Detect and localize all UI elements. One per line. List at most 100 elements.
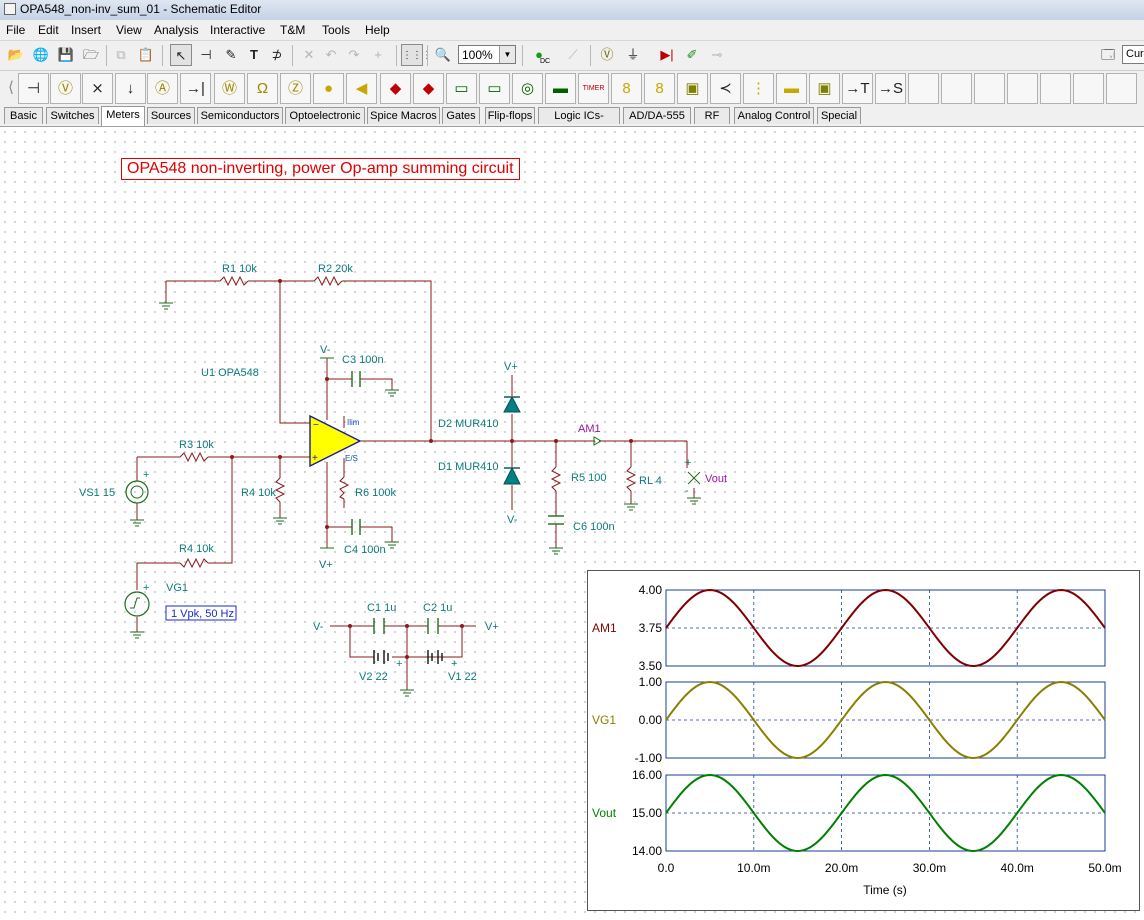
tab-spice-macros[interactable]: Spice Macros xyxy=(367,107,440,124)
browse-icon[interactable]: 🌐 xyxy=(32,47,50,62)
palette-scroll-left-icon[interactable]: ⟨ xyxy=(8,79,14,96)
pencil-icon[interactable]: ✎ xyxy=(225,47,237,62)
ground-pin-icon[interactable]: ⊣ xyxy=(18,73,49,104)
voltage-pin-icon[interactable]: ⨯ xyxy=(82,73,113,104)
palette-slot-1[interactable] xyxy=(908,73,939,104)
arrow-down-icon[interactable]: ↓ xyxy=(115,73,146,104)
vout-plus: + xyxy=(685,457,691,469)
tab-flip-flops[interactable]: Flip-flops xyxy=(485,107,535,124)
tab-special[interactable]: Special xyxy=(817,107,861,124)
window-mode-icon[interactable]: 🗔 xyxy=(1100,47,1116,62)
logic-indicator-icon[interactable]: ◆ xyxy=(380,73,411,104)
digital-display-icon[interactable]: ▬ xyxy=(545,73,576,104)
wire-tool-icon[interactable]: ⊣ xyxy=(200,47,212,62)
y-tick-label: 3.75 xyxy=(639,621,663,635)
tab-analog-control[interactable]: Analog Control xyxy=(734,107,814,124)
pin-icon[interactable]: ⊸ xyxy=(711,47,723,62)
tab-sources[interactable]: Sources xyxy=(147,107,195,124)
menu-insert[interactable]: Insert xyxy=(71,23,102,37)
copy-icon[interactable]: ⧉ xyxy=(116,47,126,62)
wattmeter-icon[interactable]: Ⓦ xyxy=(214,73,245,104)
menu-tm[interactable]: T&M xyxy=(280,23,306,37)
c4-label: C4 100n xyxy=(344,544,386,556)
logic-probe-icon[interactable]: ◆ xyxy=(413,73,444,104)
delete-icon[interactable]: ✕ xyxy=(303,47,315,62)
d1-label: D1 MUR410 xyxy=(438,461,499,473)
current-arrow-icon[interactable]: →| xyxy=(180,73,211,104)
dc-analysis-icon[interactable]: ●DC xyxy=(535,47,551,65)
vminus-label-supply: V- xyxy=(313,621,324,633)
palette-slot-4[interactable] xyxy=(1007,73,1038,104)
timer-display-icon[interactable]: TIMER xyxy=(578,73,609,104)
v2-label: V2 22 xyxy=(359,671,388,683)
tab-switches[interactable]: Switches xyxy=(46,107,99,124)
select-arrow-icon[interactable]: ↖ xyxy=(170,44,192,66)
rotate-icon[interactable]: + xyxy=(374,47,382,62)
bus-display-icon[interactable]: ▣ xyxy=(677,73,708,104)
voltmeter-icon[interactable]: Ⓥ xyxy=(600,47,614,62)
resistor-value-icon[interactable]: ⏚ xyxy=(626,47,640,62)
bargraph-icon[interactable]: ▬ xyxy=(776,73,807,104)
text-tool-icon[interactable]: T xyxy=(250,47,258,62)
menu-interactive[interactable]: Interactive xyxy=(210,23,266,37)
tab-ad-da[interactable]: AD/DA-555 xyxy=(623,107,691,124)
menu-help[interactable]: Help xyxy=(365,23,390,37)
schematic-title: OPA548 non-inverting, power Op-amp summi… xyxy=(121,158,520,180)
r5-label: R5 100 xyxy=(571,472,606,484)
palette-slot-7[interactable] xyxy=(1106,73,1137,104)
grid-toggle-icon[interactable]: ⋮⋮⋮ xyxy=(401,44,432,66)
digit-display-icon[interactable]: 8 xyxy=(644,73,675,104)
tab-semiconductors[interactable]: Semiconductors xyxy=(197,107,283,124)
main-toolbar: 📂 🌐 💾 🗁 ⧉ 📋 ↖ ⊣ ✎ T ⊅ ✕ ↶ ↷ + ⋮⋮⋮ 🔍 100%… xyxy=(0,41,1144,71)
tab-rf[interactable]: RF xyxy=(694,107,730,124)
tab-basic[interactable]: Basic xyxy=(4,107,43,124)
palette-slot-2[interactable] xyxy=(941,73,972,104)
palette-slot-3[interactable] xyxy=(974,73,1005,104)
zoom-select[interactable]: 100% ▼ xyxy=(458,45,516,64)
oscilloscope-icon[interactable]: ▭ xyxy=(446,73,477,104)
impedance-meter-icon[interactable]: Ⓩ xyxy=(280,73,311,104)
pen-icon[interactable]: ✐ xyxy=(686,47,698,62)
svg-text:+: + xyxy=(312,453,318,464)
probe-icon[interactable]: ⟋ xyxy=(568,47,578,62)
zoom-icon[interactable]: 🔍 xyxy=(434,47,452,62)
lcd-display-icon[interactable]: ▣ xyxy=(809,73,840,104)
menu-tools[interactable]: Tools xyxy=(322,23,351,37)
xy-recorder-icon[interactable]: ◎ xyxy=(512,73,543,104)
save-icon[interactable]: 💾 xyxy=(57,47,75,62)
menu-file[interactable]: File xyxy=(6,23,26,37)
voltmeter-part-icon[interactable]: Ⓥ xyxy=(50,73,81,104)
speaker-icon[interactable]: ◀ xyxy=(346,73,377,104)
palette-slot-6[interactable] xyxy=(1073,73,1104,104)
tab-gates[interactable]: Gates xyxy=(442,107,480,124)
plot-chart: 4.003.753.50AM11.000.00-1.00VG116.0015.0… xyxy=(592,583,1122,897)
label-tool-icon[interactable]: ⊅ xyxy=(271,47,283,62)
receiver-icon[interactable]: →S xyxy=(875,73,906,104)
paste-icon[interactable]: 📋 xyxy=(137,47,155,62)
tab-meters[interactable]: Meters xyxy=(101,106,145,126)
ammeter-part-icon[interactable]: Ⓐ xyxy=(147,73,178,104)
lamp-icon[interactable]: ● xyxy=(313,73,344,104)
y-tick-label: 15.00 xyxy=(632,806,662,820)
menu-analysis[interactable]: Analysis xyxy=(154,23,199,37)
ohmmeter-icon[interactable]: Ω xyxy=(247,73,278,104)
series-label-VG1: VG1 xyxy=(592,713,616,727)
open-icon[interactable]: 🗁 xyxy=(82,47,100,62)
tab-optoelectronic[interactable]: Optoelectronic xyxy=(285,107,365,124)
redo-icon[interactable]: ↷ xyxy=(348,47,360,62)
signal-analyzer-icon[interactable]: ▭ xyxy=(479,73,510,104)
y-tick-label: 0.00 xyxy=(639,713,663,727)
current-combo[interactable]: Cur xyxy=(1122,45,1144,64)
segment-display-icon[interactable]: 8 xyxy=(611,73,642,104)
transmitter-icon[interactable]: →T xyxy=(842,73,873,104)
palette-slot-5[interactable] xyxy=(1040,73,1071,104)
v2-plus: + xyxy=(396,658,402,670)
traffic-light-icon[interactable]: ⋮ xyxy=(743,73,774,104)
net-connector-icon[interactable]: ≺ xyxy=(710,73,741,104)
menu-view[interactable]: View xyxy=(116,23,142,37)
diode-icon[interactable]: ▶| xyxy=(660,47,674,62)
open-folder-icon[interactable]: 📂 xyxy=(7,47,25,62)
menu-edit[interactable]: Edit xyxy=(38,23,59,37)
undo-icon[interactable]: ↶ xyxy=(325,47,337,62)
